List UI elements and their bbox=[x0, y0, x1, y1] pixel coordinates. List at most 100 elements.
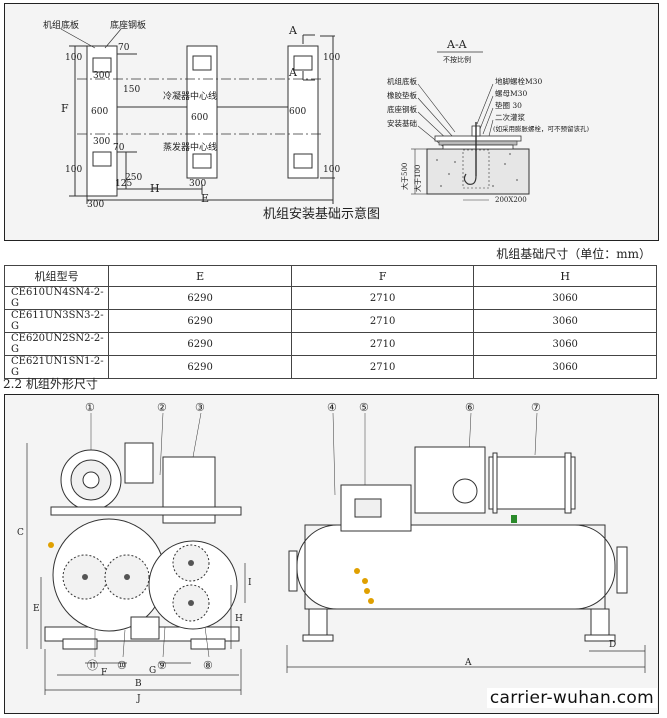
vessel-shell bbox=[296, 524, 616, 610]
section-label: 螺母M30 bbox=[495, 88, 527, 98]
cell-h: 3060 bbox=[473, 286, 657, 310]
dim-letter-e: E bbox=[201, 192, 209, 205]
cell-model: CE611UN3SN3-2-G bbox=[3, 309, 110, 333]
callout-2: ② bbox=[157, 401, 167, 414]
section-label: 垫圈 30 bbox=[495, 100, 522, 110]
dim-600: 600 bbox=[191, 113, 208, 123]
cell-h: 3060 bbox=[473, 332, 657, 356]
watermark-text: carrier-wuhan.com bbox=[486, 688, 657, 708]
section-heading: 2.2 机组外形尺寸 bbox=[3, 377, 98, 391]
dim-250: 250 bbox=[125, 173, 142, 183]
table-caption: 机组基础尺寸（单位：mm） bbox=[496, 247, 651, 261]
dim-300: 300 bbox=[93, 137, 110, 147]
callout-1: ① bbox=[85, 401, 95, 414]
section-subtitle: 不按比例 bbox=[443, 55, 471, 64]
pad-center bbox=[186, 45, 218, 179]
pad-right bbox=[287, 45, 319, 179]
callout-4: ④ bbox=[327, 401, 337, 414]
callout-7: ⑦ bbox=[531, 401, 541, 414]
header-h: H bbox=[473, 265, 657, 287]
dim-150: 150 bbox=[123, 85, 140, 95]
dim-label-f: F bbox=[101, 668, 107, 678]
cell-model: CE620UN2SN2-2-G bbox=[3, 332, 110, 356]
cell-e: 6290 bbox=[108, 286, 292, 310]
foundation-svg: 机组底板 底座钢板 70 300 150 600 600 600 300 70 … bbox=[43, 19, 590, 222]
cell-f: 2710 bbox=[290, 309, 475, 333]
cell-h: 3060 bbox=[473, 355, 657, 379]
header-model: 机组型号 bbox=[3, 265, 110, 287]
table-row: CE620UN2SN2-2-G 6290 2710 3060 bbox=[3, 332, 657, 356]
table-header-row: 机组型号 E F H bbox=[3, 265, 657, 287]
section-label: 地脚螺栓M30 bbox=[495, 76, 542, 86]
dim-300: 300 bbox=[189, 179, 206, 189]
dim-100: 100 bbox=[323, 53, 340, 63]
dim-label-a: A bbox=[464, 658, 472, 668]
dim-100: 100 bbox=[323, 165, 340, 175]
dimension-table: 机组型号 E F H CE610UN4SN4-2-G 6290 2710 306… bbox=[3, 265, 657, 379]
dim-300: 300 bbox=[93, 71, 110, 81]
concrete-foundation bbox=[426, 148, 530, 195]
table-row: CE610UN4SN4-2-G 6290 2710 3060 bbox=[3, 286, 657, 310]
outline-svg: ① ② ③ ④ ⑤ ⑥ ⑦ ⑧ ⑨ ⑩ ⑪ C E H I F G B J A … bbox=[17, 401, 646, 704]
section-marker-a: A bbox=[288, 66, 298, 79]
callout-10: ⑩ bbox=[117, 659, 127, 672]
section-label: 安装基础 bbox=[387, 118, 417, 128]
dim-125: 125 bbox=[115, 179, 132, 189]
cell-e: 6290 bbox=[108, 355, 292, 379]
callout-6: ⑥ bbox=[465, 401, 475, 414]
dim-300: 300 bbox=[87, 200, 104, 210]
pad-hole bbox=[192, 153, 212, 169]
dim-100: 100 bbox=[65, 165, 82, 175]
dim-600: 600 bbox=[91, 107, 108, 117]
motor bbox=[488, 456, 576, 510]
section-marker-a: A bbox=[288, 24, 298, 37]
cell-model: CE621UN1SN1-2-G bbox=[3, 355, 110, 379]
section-label: 机组底板 bbox=[387, 76, 417, 86]
dim-600: 600 bbox=[289, 107, 306, 117]
foundation-diagram: 机组底板 底座钢板 70 300 150 600 600 600 300 70 … bbox=[4, 3, 659, 241]
label-base-plate: 机组底板 bbox=[43, 19, 79, 31]
dim-letter-h: H bbox=[150, 182, 160, 195]
callout-3: ③ bbox=[195, 401, 205, 414]
gear-housing bbox=[414, 446, 486, 514]
cell-e: 6290 bbox=[108, 309, 292, 333]
cell-f: 2710 bbox=[290, 332, 475, 356]
dim-label-g: G bbox=[149, 666, 156, 676]
pad-hole bbox=[192, 55, 212, 71]
label-evaporator-centerline: 蒸发器中心线 bbox=[163, 141, 217, 153]
pad-left bbox=[86, 45, 118, 197]
dim-label-c: C bbox=[17, 528, 24, 538]
section-label: (如采用膨胀螺栓，可不预留该孔) bbox=[493, 124, 590, 133]
dim-70: 70 bbox=[113, 143, 125, 153]
callout-9: ⑨ bbox=[157, 659, 167, 672]
table-row: CE611UN3SN3-2-G 6290 2710 3060 bbox=[3, 309, 657, 333]
pad-hole bbox=[92, 57, 112, 73]
table-row: CE621UN1SN1-2-G 6290 2710 3060 bbox=[3, 355, 657, 379]
label-condenser-centerline: 冷凝器中心线 bbox=[163, 90, 217, 102]
cell-h: 3060 bbox=[473, 309, 657, 333]
pad-hole bbox=[293, 153, 313, 169]
cell-model: CE610UN4SN4-2-G bbox=[3, 286, 110, 310]
dim-label-j: J bbox=[136, 694, 141, 704]
callout-11: ⑪ bbox=[87, 659, 98, 672]
pad-hole bbox=[293, 55, 313, 71]
dim-100: 100 bbox=[65, 53, 82, 63]
dim-200x200: 200X200 bbox=[495, 196, 527, 204]
dim-label-i: I bbox=[248, 578, 252, 588]
foundation-caption: 机组安装基础示意图 bbox=[263, 206, 380, 222]
cell-f: 2710 bbox=[290, 355, 475, 379]
dim-label-e: E bbox=[33, 604, 40, 614]
cell-e: 6290 bbox=[108, 332, 292, 356]
outline-diagram: ① ② ③ ④ ⑤ ⑥ ⑦ ⑧ ⑨ ⑩ ⑪ C E H I F G B J A … bbox=[4, 394, 659, 714]
dim-letter-f: F bbox=[61, 102, 69, 115]
label-base-steel: 底座钢板 bbox=[110, 19, 146, 31]
section-label: 底座钢板 bbox=[387, 104, 417, 114]
section-title: A-A bbox=[446, 38, 468, 51]
section-label: 橡胶垫板 bbox=[387, 90, 417, 100]
dim-label-b: B bbox=[135, 679, 142, 689]
condenser-shell bbox=[148, 540, 238, 630]
callout-8: ⑧ bbox=[203, 659, 213, 672]
callout-5: ⑤ bbox=[359, 401, 369, 414]
dim-greater-100: 大于100 bbox=[413, 165, 422, 192]
header-f: F bbox=[290, 265, 475, 287]
